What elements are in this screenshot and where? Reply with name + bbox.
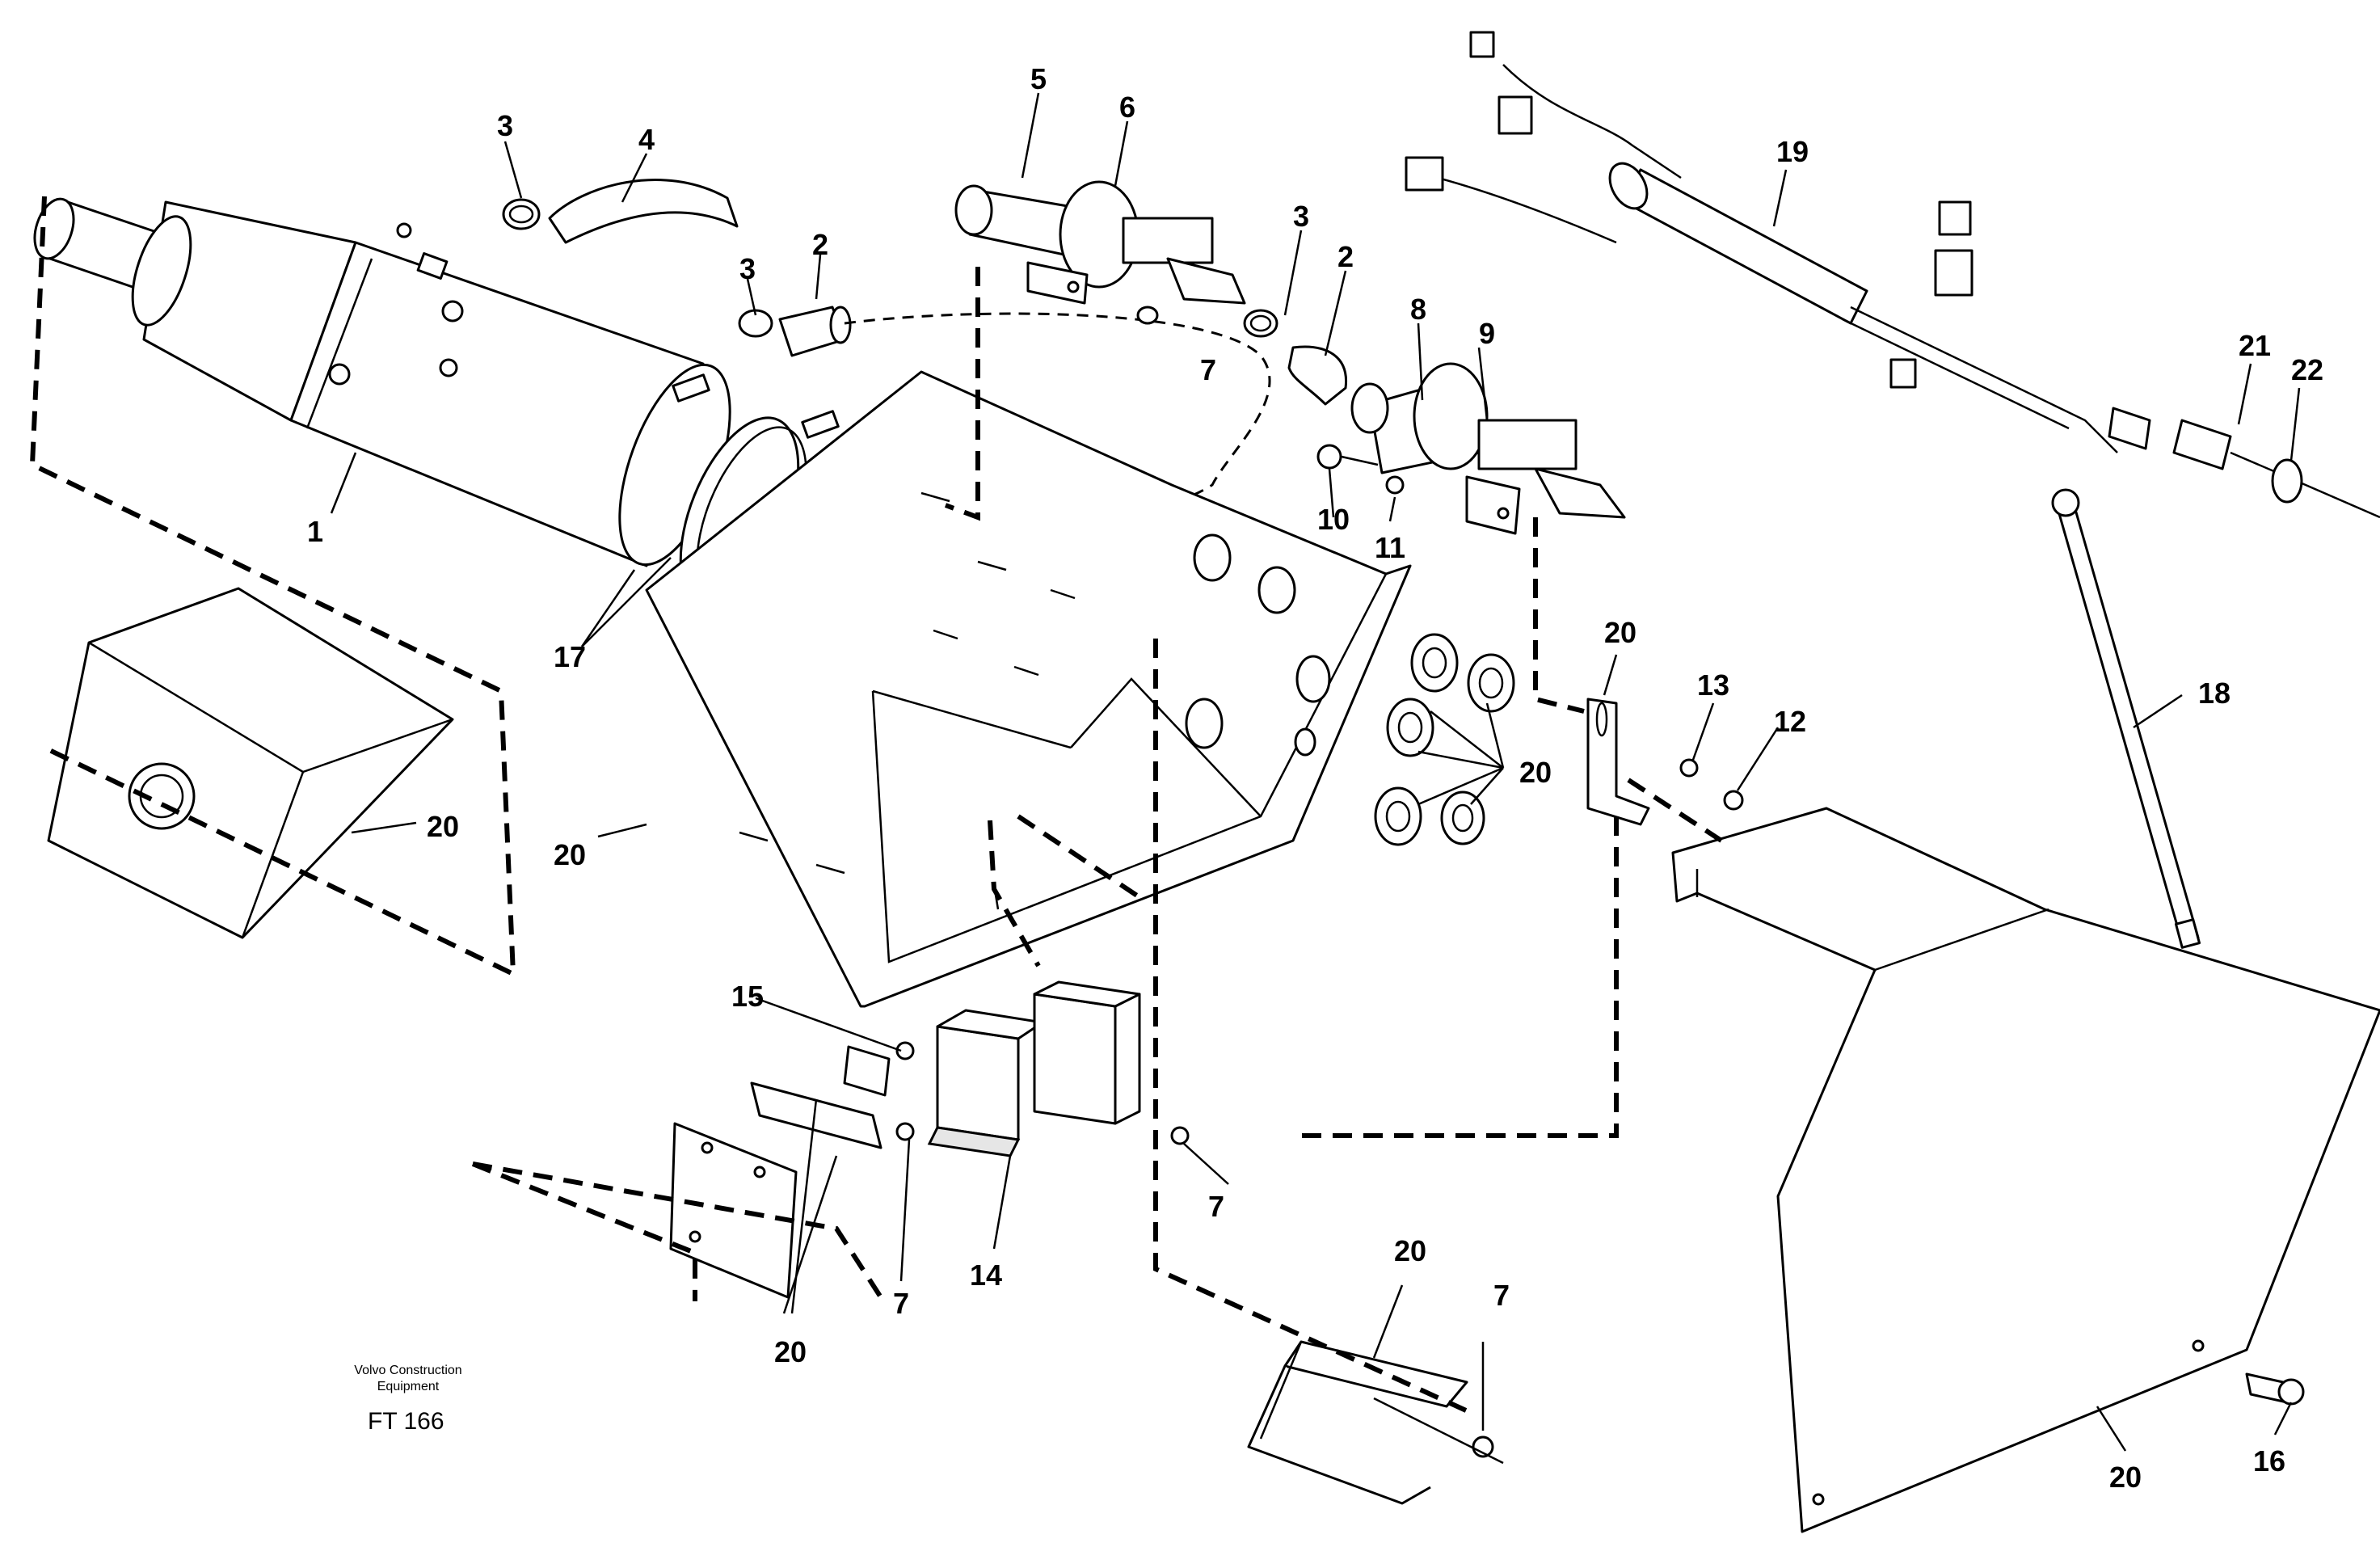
bracket-lower [1247, 1340, 1504, 1505]
hose-assembly [502, 179, 1348, 509]
callout-20-grommets: 20 [1519, 756, 1552, 789]
credit-block: Volvo Construction Equipment FT 166 [354, 1364, 461, 1435]
relay-group [669, 980, 1190, 1299]
callout-7-relay: 7 [893, 1287, 909, 1320]
callout-5: 5 [1030, 62, 1047, 95]
callout-20-left-cover: 20 [427, 810, 459, 843]
callout-19: 19 [1776, 135, 1809, 168]
credit-line-1: Volvo Construction [354, 1364, 461, 1377]
callout-7-top: 7 [1200, 353, 1216, 386]
credit-line-2: Equipment [377, 1380, 440, 1393]
grommets [1374, 633, 1515, 846]
wiring-harness [1405, 31, 2380, 519]
valve-lower [1316, 362, 1626, 535]
callout-16: 16 [2253, 1444, 2285, 1478]
callout-4: 4 [638, 123, 655, 156]
callout-20-relay-bracket: 20 [774, 1335, 807, 1368]
end-cover [47, 587, 454, 939]
callout-7-bracket: 7 [1493, 1279, 1510, 1312]
callout-12: 12 [1774, 705, 1806, 738]
callout-22: 22 [2291, 353, 2323, 386]
callout-13: 13 [1697, 668, 1729, 702]
callout-2-left: 2 [812, 228, 828, 261]
callout-2-right: 2 [1337, 240, 1354, 273]
callout-3-top: 3 [497, 109, 513, 142]
support-rod [2051, 488, 2201, 949]
callout-11: 11 [1375, 531, 1405, 564]
heater-unit [33, 197, 840, 610]
callout-1: 1 [307, 515, 323, 548]
callout-21: 21 [2239, 329, 2271, 362]
callout-20-lower-bracket: 20 [1394, 1234, 1426, 1267]
callout-18: 18 [2198, 677, 2230, 710]
side-cover [1671, 807, 2380, 1533]
callout-20-small-bracket: 20 [1604, 616, 1637, 649]
valve-upper [954, 180, 1246, 325]
callout-20-side-cover: 20 [2109, 1461, 2142, 1494]
callout-8: 8 [1410, 293, 1426, 326]
callout-9: 9 [1479, 317, 1495, 350]
leader-lines [330, 92, 2301, 1452]
assembly-lines [29, 196, 1723, 1417]
callout-7-right: 7 [1208, 1190, 1224, 1223]
figure-code: FT 166 [368, 1408, 444, 1435]
callout-6: 6 [1119, 91, 1135, 124]
callout-3-right: 3 [1293, 200, 1309, 233]
callout-labels: 1 2 2 3 3 3 4 5 6 7 7 7 7 8 9 10 11 12 1… [307, 62, 2323, 1494]
callout-3-mid: 3 [739, 252, 756, 285]
callout-14: 14 [970, 1258, 1002, 1292]
callout-15: 15 [731, 980, 764, 1013]
callout-17: 17 [554, 640, 586, 673]
callout-10: 10 [1317, 503, 1350, 536]
small-bracket [1586, 698, 1744, 826]
callout-20-box: 20 [554, 838, 586, 871]
